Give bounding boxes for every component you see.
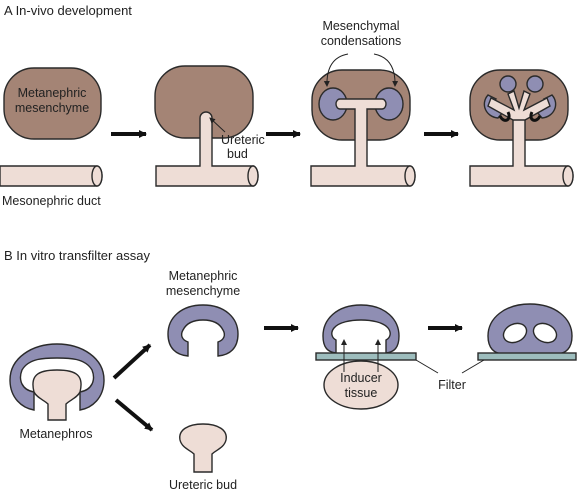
metanephros: Metanephros (9, 343, 105, 441)
duct-end-a1 (91, 165, 103, 187)
inducer-label-l1: Inducer (340, 371, 382, 385)
filter-b1 (315, 352, 417, 361)
condensation-arrow-left (323, 53, 349, 87)
stage-a4 (469, 69, 574, 187)
metanephros-label: Metanephros (20, 427, 93, 441)
isolated-bud: Ureteric bud (169, 423, 237, 492)
mesonephric-duct-a1 (0, 165, 103, 187)
ureteric-bud-b-label: Ureteric bud (169, 478, 237, 492)
metanephric-label-l2: mesenchyme (15, 101, 89, 115)
split-arrow-down (114, 398, 154, 432)
ureteric-label-l1: Ureteric (221, 133, 265, 147)
bud-pointer (209, 117, 226, 133)
nephron-left-upper (499, 75, 517, 93)
duct-end-a2 (247, 165, 259, 187)
isolated-mesenchyme: Metanephric mesenchyme (166, 269, 240, 357)
metanephric-label-l1: Metanephric (18, 86, 87, 100)
isolated-mesenchyme-shape (167, 304, 239, 357)
inducer-label-l2: tissue (345, 386, 378, 400)
split-arrow-up (112, 343, 152, 380)
stage-a1: Metanephric mesenchyme Mesonephric duct (0, 67, 103, 208)
mesenchyme-on-filter (322, 304, 400, 354)
duct-end-a4 (562, 165, 574, 187)
tubule-cavity-right (532, 322, 558, 344)
mesenchyme-b-label-l2: mesenchyme (166, 284, 240, 298)
stage-a3: Mesenchymal condensations (310, 19, 416, 187)
panel-b-title: B In vitro transfilter assay (4, 248, 150, 263)
condensations-label-l2: condensations (321, 34, 402, 48)
ureteric-branches-a4 (487, 89, 551, 121)
ureteric-label-l2: bud (227, 147, 248, 161)
metanephric-mesenchyme-a1 (3, 67, 102, 140)
filter-label: Filter (438, 378, 466, 392)
filter-b2 (477, 352, 577, 361)
mesenchyme-b-label-l1: Metanephric (169, 269, 238, 283)
transfilter-setup: Inducer tissue (315, 304, 417, 410)
panel-a-title: A In-vivo development (4, 3, 132, 18)
filter-pointer-right (461, 359, 485, 374)
induced-mesenchyme (477, 303, 577, 361)
metanephros-mesenchyme (9, 343, 105, 411)
tubule-cavity-left (502, 322, 528, 344)
condensation-arrow-right (373, 53, 399, 87)
tubule-right (529, 111, 542, 122)
inducer-tissue (323, 360, 399, 410)
tubule-left (498, 111, 511, 122)
stage-a2: Ureteric bud (154, 65, 265, 187)
nephron-right-upper (526, 75, 544, 93)
duct-end-a3 (404, 165, 416, 187)
mesonephric-duct-label: Mesonephric duct (2, 194, 101, 208)
filter-pointer-left (415, 359, 439, 374)
metanephros-bud (32, 369, 82, 421)
condensations-label-l1: Mesenchymal (322, 19, 399, 33)
isolated-bud-shape (179, 423, 227, 473)
induced-mesenchyme-shape (487, 303, 573, 355)
